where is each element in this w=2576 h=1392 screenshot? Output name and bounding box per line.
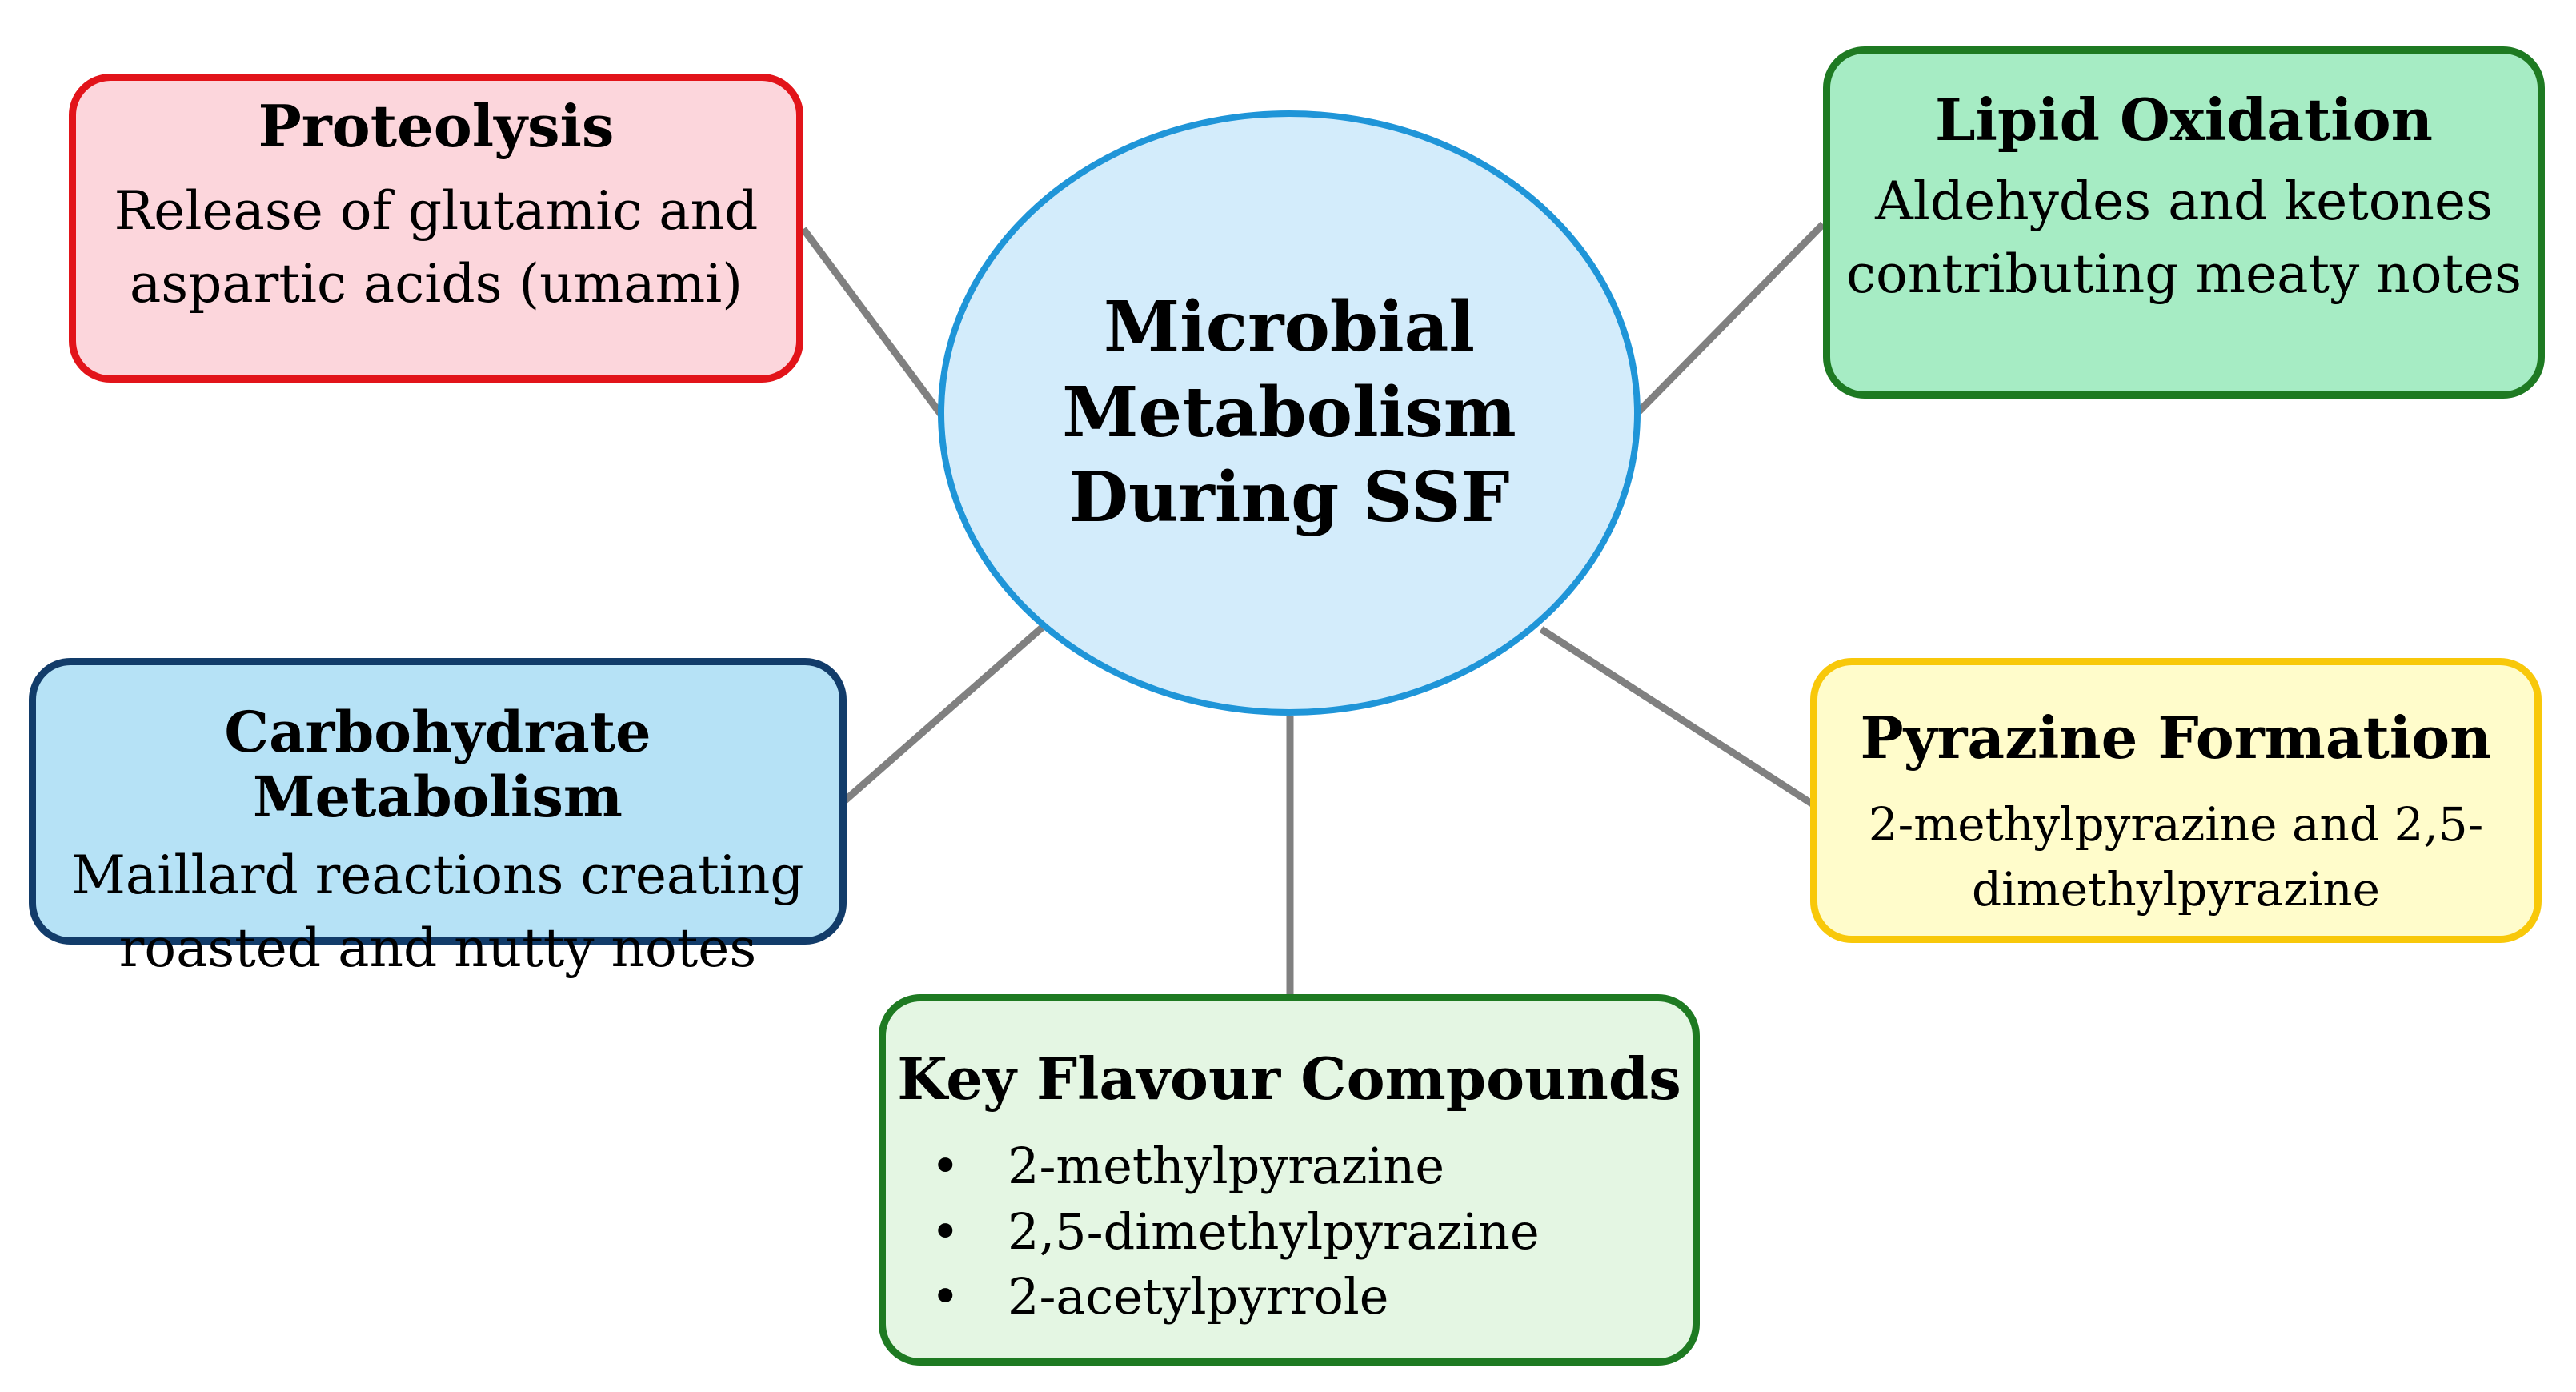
proteolysis-title: Proteolysis bbox=[258, 92, 615, 160]
pyrazine-formation-box: Pyrazine Formation 2-methylpyrazine and … bbox=[1810, 658, 2542, 943]
carbohydrate-metabolism-box: Carbohydrate Metabolism Maillard reactio… bbox=[29, 658, 847, 979]
proteolysis-box: Proteolysis Release of glutamic and aspa… bbox=[69, 74, 803, 383]
pyrazine-formation-text: 2-methylpyrazine and 2,5-dimethylpyrazin… bbox=[1868, 796, 2484, 917]
pyrazine-formation-title: Pyrazine Formation bbox=[1860, 704, 2492, 772]
carbohydrate-metabolism-title: Carbohydrate Metabolism bbox=[224, 699, 651, 830]
hub-title: Microbial Metabolism During SSF bbox=[1062, 287, 1516, 539]
list-item: •2-methylpyrazine bbox=[931, 1133, 1693, 1199]
central-hub-circle: Microbial Metabolism During SSF bbox=[938, 110, 1641, 716]
list-item: •2-acetylpyrrole bbox=[931, 1264, 1693, 1330]
bullet-icon: • bbox=[931, 1201, 960, 1261]
lipid-oxidation-text: Aldehydes and ketones contributing meaty… bbox=[1846, 170, 2522, 305]
key-flavour-compounds-box: Key Flavour Compounds •2-methylpyrazine … bbox=[879, 994, 1700, 1366]
lipid-oxidation-box: Lipid Oxidation Aldehydes and ketones co… bbox=[1823, 46, 2545, 399]
connector-lipid-oxidation bbox=[1636, 221, 1826, 415]
bullet-icon: • bbox=[931, 1136, 960, 1195]
carbohydrate-metabolism-text: Maillard reactions creating roasted and … bbox=[71, 844, 804, 980]
list-item: •2,5-dimethylpyrazine bbox=[931, 1199, 1693, 1265]
proteolysis-text: Release of glutamic and aspartic acids (… bbox=[114, 179, 759, 315]
connector-pyrazine bbox=[1539, 626, 1814, 807]
flavour-compound-list: •2-methylpyrazine •2,5-dimethylpyrazine … bbox=[886, 1133, 1693, 1330]
bullet-icon: • bbox=[931, 1267, 960, 1326]
key-flavour-compounds-title: Key Flavour Compounds bbox=[897, 1045, 1681, 1113]
connector-proteolysis bbox=[800, 227, 944, 417]
connector-carbohydrate bbox=[843, 624, 1044, 804]
lipid-oxidation-title: Lipid Oxidation bbox=[1934, 86, 2434, 154]
